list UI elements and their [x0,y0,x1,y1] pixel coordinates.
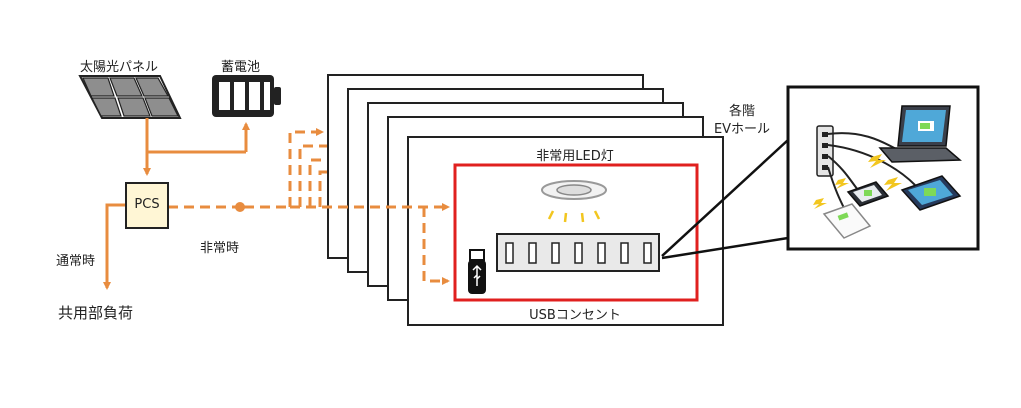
pcs-label: PCS [134,197,160,212]
dashed-flow-front [290,203,450,285]
battery-icon [212,75,281,117]
solar-panel-icon [78,75,182,119]
floor-hall-label-line2: EVホール [713,122,771,137]
usb-outlet-strip [496,233,660,272]
battery-label: 蓄電池 [221,60,261,75]
emergency-time-label: 非常時 [200,241,240,256]
pcs-box [125,182,169,229]
callout-lines [661,139,789,260]
usb-outlet-label: USBコンセント [529,308,621,323]
usb-plug-icon [468,249,486,294]
emergency-led-label: 非常用LED灯 [536,149,614,164]
floor-panel-stack [327,74,724,326]
solid-flow-lines [103,118,250,290]
solar-panel-label: 太陽光パネル [80,60,159,75]
normal-time-label: 通常時 [56,254,96,269]
highlight-frame [453,163,699,302]
charging-devices-illustration [813,105,962,239]
junction-dot [235,202,245,212]
common-load-label: 共用部負荷 [58,304,134,322]
ceiling-led-light-icon [541,180,607,223]
floor-hall-label-line1: 各階 [728,104,755,119]
